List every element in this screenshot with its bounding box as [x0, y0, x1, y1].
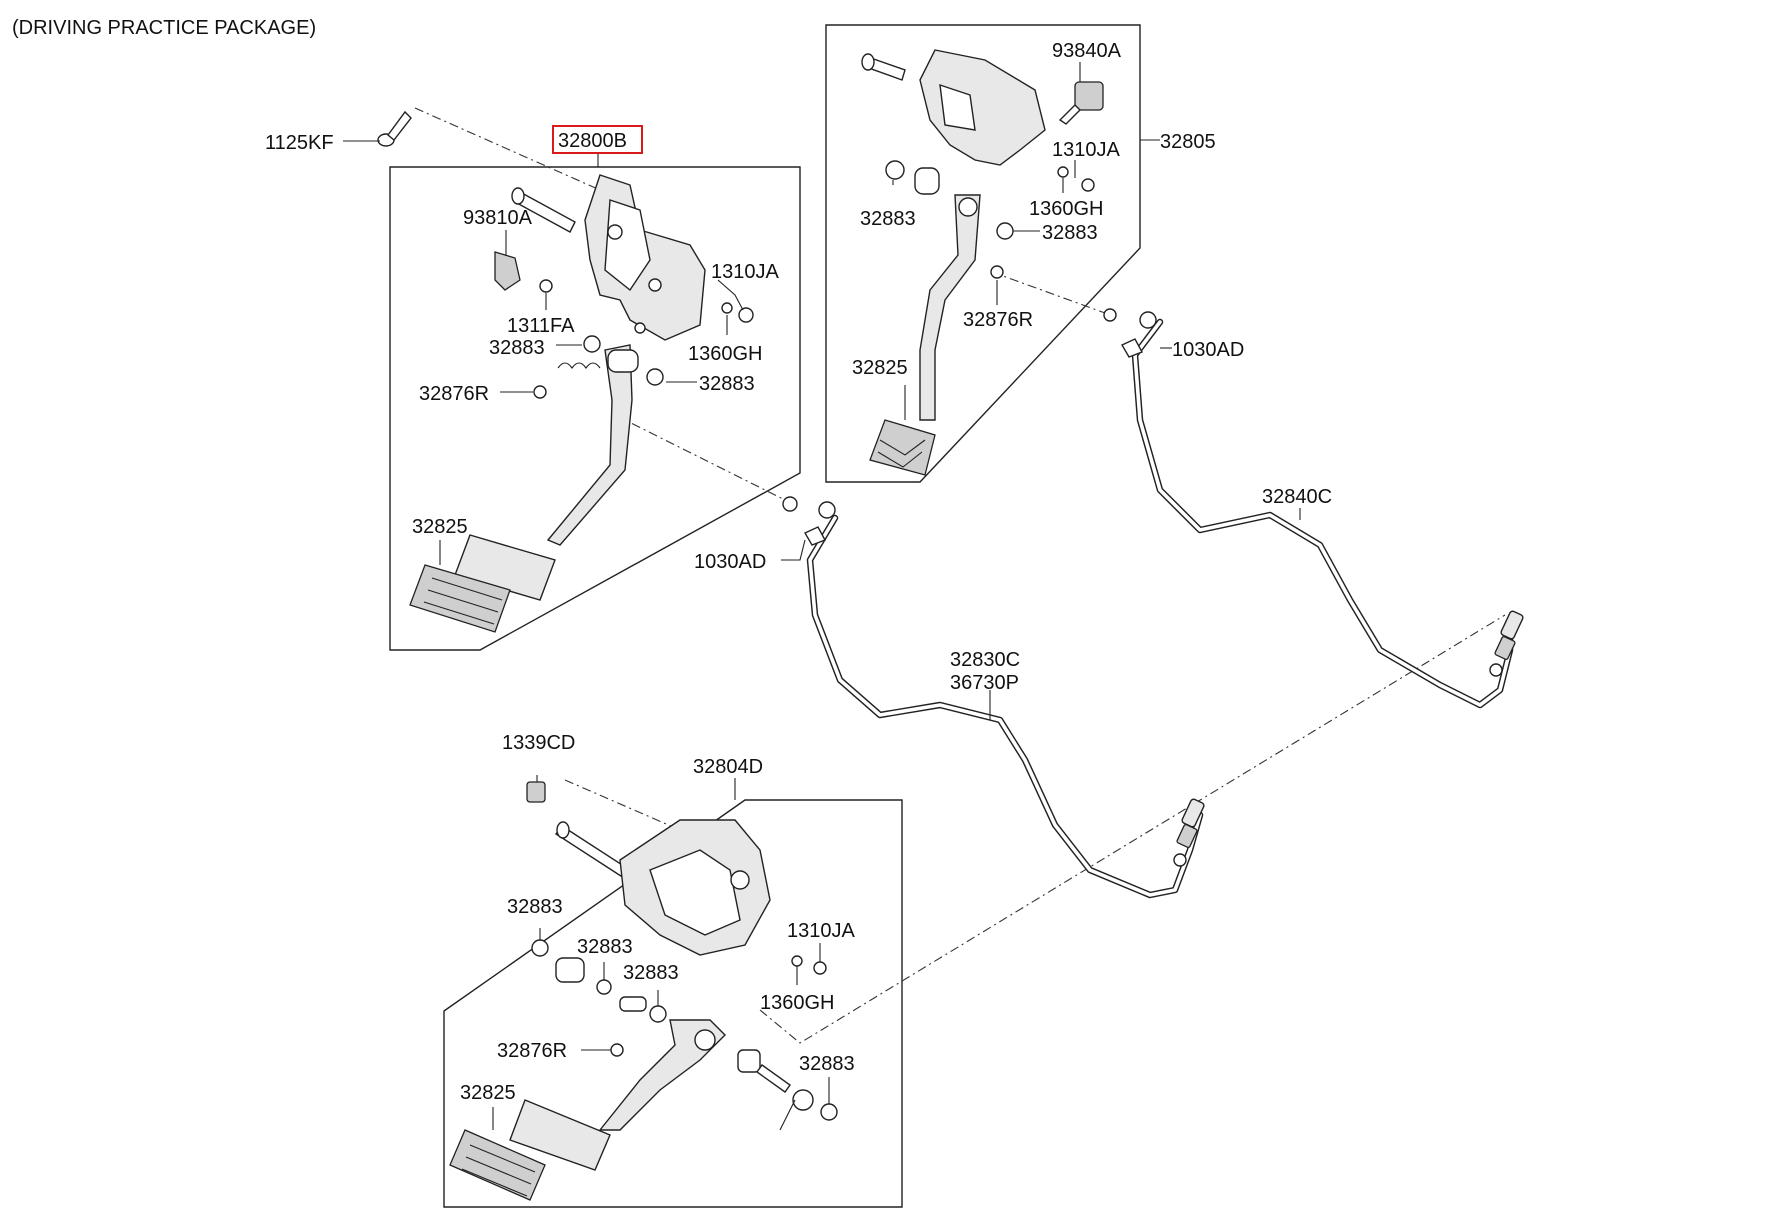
spring-assembly-icon: [737, 1049, 838, 1131]
pin-bolt-icon: [511, 187, 576, 233]
nut-1310JA-icon: [1081, 178, 1095, 192]
label-32883: 32883: [489, 337, 545, 359]
pedal-pad-32825-icon: [869, 419, 936, 476]
bushing-32883-icon: [596, 979, 612, 995]
screw-1125KF-icon: [377, 110, 412, 147]
washer-1360GH-icon: [721, 302, 733, 314]
assembly-line: [564, 779, 681, 831]
label-32825: 32825: [852, 357, 908, 379]
label-32883: 32883: [699, 373, 755, 395]
pedal-arm-icon: [598, 1019, 726, 1131]
pedal-pad-32825-icon: [449, 1099, 611, 1201]
label-32883: 32883: [860, 208, 916, 230]
cable-32830C: [806, 514, 1204, 899]
label-93840A: 93840A: [1052, 40, 1122, 62]
label-32883: 32883: [507, 896, 563, 918]
leader-lines: [343, 62, 1301, 1130]
label-1339CD: 1339CD: [502, 732, 575, 754]
assembly-line: [991, 271, 1106, 314]
washer-icon: [634, 322, 646, 334]
bushing-32883-icon: [649, 1005, 667, 1023]
label-32830C: 32830C: [950, 649, 1020, 671]
label-1030AD: 1030AD: [1172, 339, 1244, 361]
nut-1339CD-icon: [526, 781, 546, 803]
label-32883: 32883: [623, 962, 679, 984]
label-32840C: 32840C: [1262, 486, 1332, 508]
bushing-32883-icon: [996, 222, 1014, 240]
bracket-assembly-icon: [584, 174, 706, 341]
label-1311FA: 1311FA: [507, 315, 575, 337]
cable-end-fitting: [1489, 610, 1524, 677]
assembly-frame-32805: [825, 24, 1141, 483]
nut-1310JA-icon: [738, 307, 754, 323]
label-32825: 32825: [412, 516, 468, 538]
label-32883: 32883: [799, 1053, 855, 1075]
washer-1360GH-icon: [1057, 166, 1069, 178]
label-32805: 32805: [1160, 131, 1216, 153]
washer-1360GH-icon: [791, 955, 803, 967]
stopper-32876R-icon: [990, 265, 1004, 279]
assembly-line: [759, 614, 1506, 1044]
label-1310JA: 1310JA: [711, 261, 779, 283]
label-32876R: 32876R: [497, 1040, 567, 1062]
sensor-93840A-icon: [1058, 81, 1104, 125]
bushing-32883-icon: [583, 335, 601, 353]
nut-1311FA-icon: [539, 279, 553, 293]
label-1125KF: 1125KF: [265, 132, 334, 154]
stopper-32876R-icon: [533, 385, 547, 399]
label-32800B: 32800B: [558, 130, 627, 152]
bracket-assembly-icon: [619, 819, 771, 956]
bushing-32883-icon: [885, 160, 905, 180]
switch-93810A-icon: [494, 251, 521, 291]
clutch-pedal-arm-icon: [919, 194, 981, 421]
assembly-line: [614, 414, 786, 501]
label-32883: 32883: [1042, 222, 1098, 244]
label-93810A: 93810A: [463, 207, 533, 229]
label-32825: 32825: [460, 1082, 516, 1104]
label-1360GH: 1360GH: [760, 992, 835, 1014]
brake-pedal-arm-icon: [546, 344, 639, 546]
label-32804D: 32804D: [693, 756, 763, 778]
return-spring-icon: [557, 362, 601, 369]
highlight-box: [552, 125, 643, 154]
bracket-assembly-icon: [919, 49, 1046, 166]
assembly-line: [414, 107, 601, 191]
pin-bolt-icon: [554, 821, 632, 879]
sleeve-icon: [619, 996, 647, 1012]
pin-bolt-icon: [861, 53, 906, 81]
label-32876R: 32876R: [419, 383, 489, 405]
nut-1310JA-icon: [813, 961, 827, 975]
collar-icon: [555, 957, 585, 983]
label-32876R: 32876R: [963, 309, 1033, 331]
pedal-pad-32825-icon: [409, 534, 556, 633]
label-1030AD: 1030AD: [694, 551, 766, 573]
clip-1030AD-icon: [782, 496, 836, 546]
label-1360GH: 1360GH: [688, 343, 763, 365]
cable-32840C: [1131, 318, 1514, 709]
label-32883: 32883: [577, 936, 633, 958]
label-1360GH: 1360GH: [1029, 198, 1104, 220]
clip-1030AD-icon: [1103, 308, 1157, 358]
label-1310JA: 1310JA: [1052, 139, 1120, 161]
diagram-title: (DRIVING PRACTICE PACKAGE): [12, 17, 316, 39]
label-1310JA: 1310JA: [787, 920, 855, 942]
bushing-32883-icon: [646, 368, 664, 386]
label-36730P: 36730P: [950, 672, 1019, 694]
assembly-frame-32800B: [389, 166, 801, 651]
collar-icon: [914, 167, 940, 195]
stopper-32876R-icon: [610, 1043, 624, 1057]
bushing-32883-icon: [531, 939, 549, 957]
cable-end-fitting: [1173, 798, 1205, 867]
